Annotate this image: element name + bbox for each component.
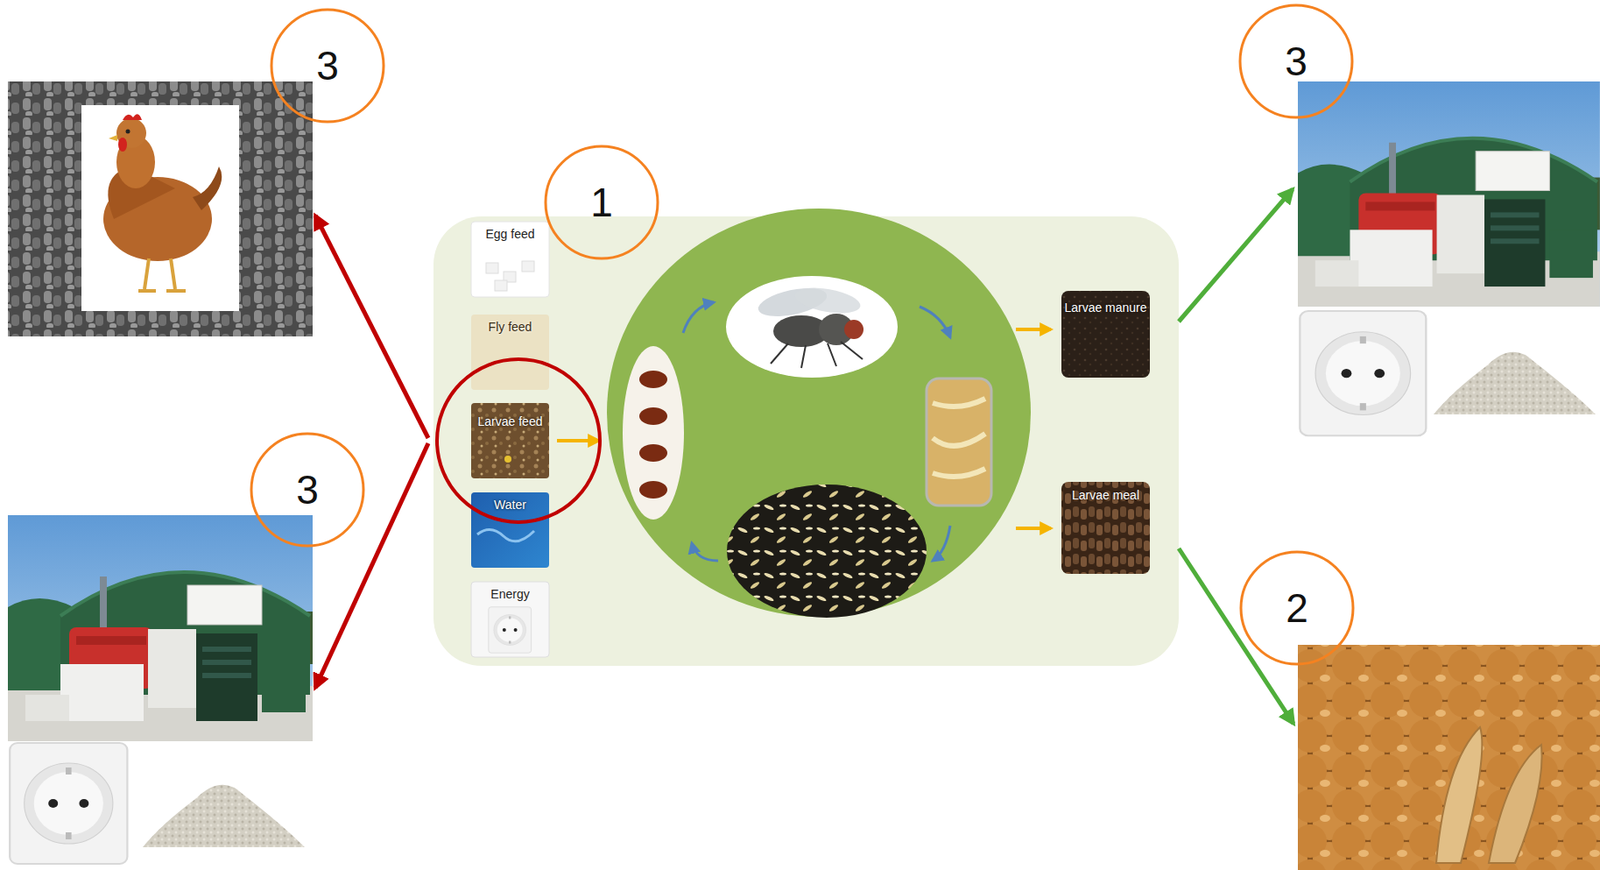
callout-number: 3 — [316, 45, 339, 86]
flow-arrows — [556, 329, 1051, 529]
node-label: Fly feed — [471, 317, 550, 337]
fly-life-cycle — [606, 208, 1031, 618]
callout-number: 3 — [1284, 41, 1308, 82]
output-box: Larvae manure — [1061, 290, 1150, 378]
input-box: Fly feed — [471, 314, 550, 390]
output-box: Larvae meal — [1061, 481, 1150, 574]
node-label: Egg feed — [471, 224, 550, 244]
chicken-feed-picture — [7, 81, 313, 337]
node-label: Larvae manure — [1061, 297, 1150, 318]
callout-number: 3 — [296, 469, 319, 510]
callout-circles — [251, 5, 1354, 664]
output-arrows — [1178, 189, 1294, 724]
callout-number: 2 — [1285, 587, 1309, 628]
soybean-picture — [1297, 644, 1600, 870]
input-box: Egg feed — [471, 221, 550, 297]
biogas-plant-picture — [1297, 81, 1600, 436]
biogas-plant-picture — [7, 514, 313, 864]
input-box: Water — [471, 492, 550, 568]
input-box: Energy — [471, 581, 550, 657]
node-label: Larvae meal — [1061, 485, 1150, 505]
node-label: Water — [471, 494, 550, 515]
node-label: Energy — [471, 584, 550, 604]
input-box: Larvae feed — [471, 402, 550, 479]
node-label: Larvae feed — [471, 411, 550, 431]
larvae-feed-highlight — [315, 215, 600, 688]
callout-number: 1 — [590, 182, 614, 223]
